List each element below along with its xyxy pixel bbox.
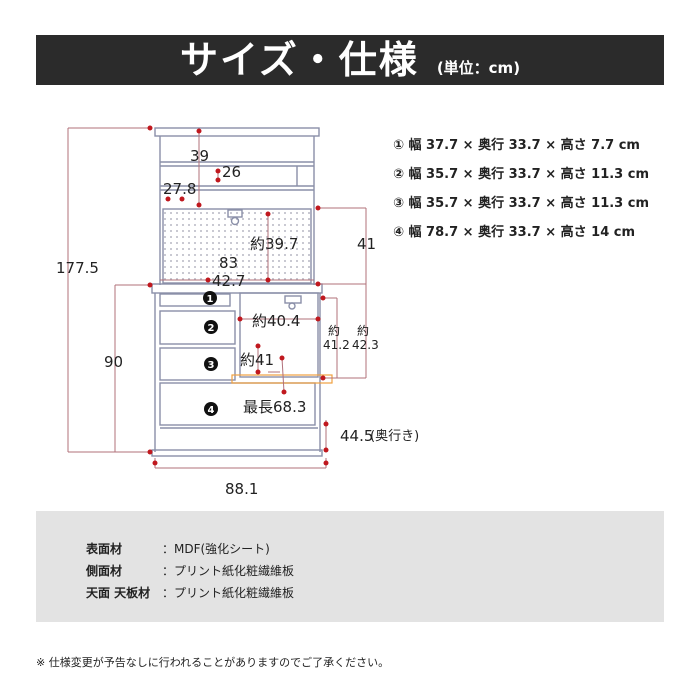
- footnote: ※ 仕様変更が予告なしに行われることがありますのでご了承ください。: [36, 656, 390, 669]
- drawer-label-1: 1: [203, 291, 217, 305]
- page-title: サイズ・仕様: [179, 38, 419, 82]
- dim-total-height: 177.5: [56, 259, 99, 277]
- dimension-markers: [147, 125, 329, 466]
- dim-depth-42-3: 42.3: [352, 338, 379, 352]
- material-label: 側面材: [86, 564, 123, 578]
- dim-depth: 44.5: [340, 427, 373, 445]
- dim-depth-note: (奥行き): [370, 429, 419, 444]
- drawer-label-2: 2: [204, 320, 218, 334]
- material-row-side: 側面材 ：プリント紙化粧繊維板: [86, 562, 294, 579]
- dim-depth-41-2: 41.2: [323, 338, 350, 352]
- dim-inner-41: 約41: [240, 351, 274, 369]
- dimension-lines: [67, 127, 367, 469]
- spec-line-2: ② 幅 35.7 × 奥行 33.7 × 高さ 11.3 cm: [393, 167, 650, 182]
- material-label: 表面材: [86, 542, 123, 556]
- drawer-label-4-text: 4: [208, 405, 215, 416]
- cabinet-outline: [151, 127, 323, 457]
- dim-about-1: 約: [328, 323, 340, 338]
- drawer-spec-list: ① 幅 37.7 × 奥行 33.7 × 高さ 7.7 cm ② 幅 35.7 …: [393, 134, 649, 250]
- drawer-label-3: 3: [204, 357, 218, 371]
- dim-shelf-39: 39: [190, 147, 209, 165]
- spec-line-3: ③ 幅 35.7 × 奥行 33.7 × 高さ 11.3 cm: [393, 196, 650, 211]
- material-value: ：MDF(強化シート): [162, 542, 270, 556]
- spec-line-4: ④ 幅 78.7 × 奥行 33.7 × 高さ 14 cm: [393, 225, 636, 240]
- unit-label: (単位：cm): [436, 59, 521, 77]
- dim-shelf-26: 26: [222, 163, 241, 181]
- drawer-label-2-text: 2: [208, 323, 215, 334]
- dim-drawer-inner-width: 約40.4: [252, 312, 300, 330]
- dim-width: 88.1: [225, 480, 258, 498]
- dim-max-length: 最長68.3: [243, 398, 306, 416]
- drawer-label-3-text: 3: [208, 360, 215, 371]
- drawer-label-1-text: 1: [207, 294, 214, 305]
- drawer-label-4: 4: [204, 402, 218, 416]
- dim-upper-inner-width: 42.7: [212, 272, 245, 290]
- dim-upper-side: 41: [357, 235, 376, 253]
- materials-panel: 表面材 ：MDF(強化シート) 側面材 ：プリント紙化粧繊維板 天面 天板材 ：プリン…: [36, 511, 664, 622]
- material-row-surface: 表面材 ：MDF(強化シート): [86, 540, 270, 557]
- dim-lower-height: 90: [104, 353, 123, 371]
- material-row-top: 天面 天板材 ：プリント紙化粧繊維板: [86, 584, 294, 601]
- header-bar: サイズ・仕様 (単位：cm): [36, 35, 664, 85]
- dim-upper-width: 83: [219, 254, 238, 272]
- material-value: ：プリント紙化粧繊維板: [162, 564, 295, 578]
- material-label: 天面 天板材: [86, 586, 151, 600]
- spec-line-1: ① 幅 37.7 × 奥行 33.7 × 高さ 7.7 cm: [393, 138, 640, 153]
- material-value: ：プリント紙化粧繊維板: [162, 586, 295, 600]
- dim-about-2: 約: [357, 323, 369, 338]
- slide-shelf-highlight: [231, 374, 333, 384]
- dim-shelf-27-8: 27.8: [163, 180, 196, 198]
- dim-open-height: 約39.7: [250, 235, 298, 253]
